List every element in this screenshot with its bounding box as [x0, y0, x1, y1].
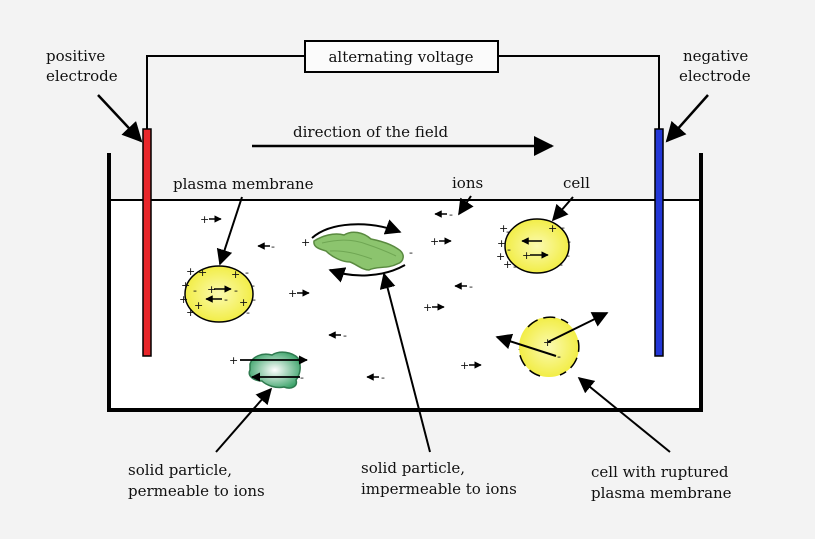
svg-text:-: -	[409, 246, 413, 259]
impermeable-particle: + -	[301, 219, 413, 283]
svg-text:-: -	[449, 208, 453, 221]
voltage-label: alternating voltage	[328, 48, 473, 66]
svg-text:-: -	[251, 279, 255, 292]
svg-text:+: +	[198, 266, 207, 279]
ions-label: ions	[452, 174, 483, 192]
svg-text:-: -	[513, 260, 517, 273]
ruptured-cell-pointer	[577, 376, 671, 453]
svg-text:+: +	[179, 293, 188, 306]
svg-text:-: -	[557, 350, 561, 363]
ruptured-cell: + -	[495, 312, 609, 377]
svg-text:+: +	[496, 250, 505, 263]
free-ion: -	[328, 329, 347, 342]
svg-text:-: -	[343, 329, 347, 342]
svg-text:-: -	[271, 240, 275, 253]
svg-text:+: +	[430, 235, 439, 248]
cell-label: cell	[563, 174, 590, 192]
intact-cell-left: + + + + - - - - + - + + - + + -	[179, 265, 256, 323]
voltage-source-box	[304, 40, 499, 73]
svg-text:-: -	[234, 284, 238, 297]
plasma-membrane-pointer	[216, 196, 243, 266]
svg-text:+: +	[194, 299, 203, 312]
impermeable-particle-pointer	[379, 272, 431, 453]
wire-right	[498, 55, 660, 130]
svg-text:+: +	[543, 336, 552, 349]
svg-text:+: +	[301, 236, 310, 249]
free-ion: +	[460, 359, 482, 372]
svg-text:+: +	[231, 268, 240, 281]
free-ion: +	[423, 301, 445, 314]
svg-text:+: +	[207, 283, 216, 296]
svg-text:+: +	[200, 213, 209, 226]
svg-text:+: +	[499, 222, 508, 235]
positive-electrode-label: positive electrode	[46, 47, 118, 85]
free-ion: -	[454, 280, 473, 293]
svg-text:-: -	[193, 284, 197, 297]
free-ion: +	[430, 235, 452, 248]
svg-text:+: +	[239, 296, 248, 309]
svg-text:-: -	[245, 266, 249, 279]
intact-cell-right: + + + + - - - - - - - + - +	[496, 218, 571, 274]
svg-text:-: -	[469, 280, 473, 293]
svg-text:-: -	[561, 221, 565, 234]
svg-text:+: +	[186, 306, 195, 319]
svg-text:+: +	[288, 287, 297, 300]
svg-text:+: +	[503, 258, 512, 271]
svg-text:+: +	[181, 279, 190, 292]
free-ion: +	[288, 287, 310, 300]
svg-text:-: -	[252, 293, 256, 306]
permeable-particle-pointer	[215, 387, 273, 453]
svg-text:-: -	[507, 243, 511, 256]
permeable-particle-label: solid particle, permeable to ions	[128, 461, 265, 500]
negative-electrode-pointer	[665, 94, 709, 143]
positive-electrode-pointer	[97, 94, 143, 143]
ruptured-cell-label: cell with ruptured plasma membrane	[591, 463, 733, 502]
free-ion: -	[366, 371, 385, 384]
svg-text:-: -	[246, 306, 250, 319]
svg-text:+: +	[497, 237, 506, 250]
field-direction-label: direction of the field	[293, 123, 448, 141]
positive-electrode	[142, 128, 152, 357]
plasma-membrane-label: plasma membrane	[173, 175, 314, 193]
free-ion: +	[200, 213, 222, 226]
svg-text:-: -	[506, 225, 510, 238]
free-ion: -	[434, 208, 453, 221]
wire-left	[146, 55, 305, 130]
svg-text:+: +	[229, 354, 238, 367]
permeable-particle: + -	[229, 351, 308, 389]
svg-text:-: -	[566, 249, 570, 262]
svg-text:-: -	[559, 258, 563, 271]
svg-text:-: -	[567, 235, 571, 248]
svg-text:-: -	[224, 293, 228, 306]
negative-electrode-label: negative electrode	[679, 47, 753, 85]
svg-text:-: -	[300, 371, 304, 384]
svg-text:+: +	[186, 265, 195, 278]
svg-text:+: +	[522, 249, 531, 262]
negative-electrode	[654, 128, 664, 357]
svg-text:+: +	[423, 301, 432, 314]
ions-pointer	[458, 195, 474, 216]
free-ion: -	[257, 240, 275, 253]
container	[107, 153, 703, 412]
cell-pointer	[551, 196, 574, 222]
svg-text:+: +	[548, 222, 557, 235]
svg-text:+: +	[460, 359, 469, 372]
svg-text:-: -	[381, 371, 385, 384]
impermeable-particle-label: solid particle, impermeable to ions	[361, 459, 517, 498]
